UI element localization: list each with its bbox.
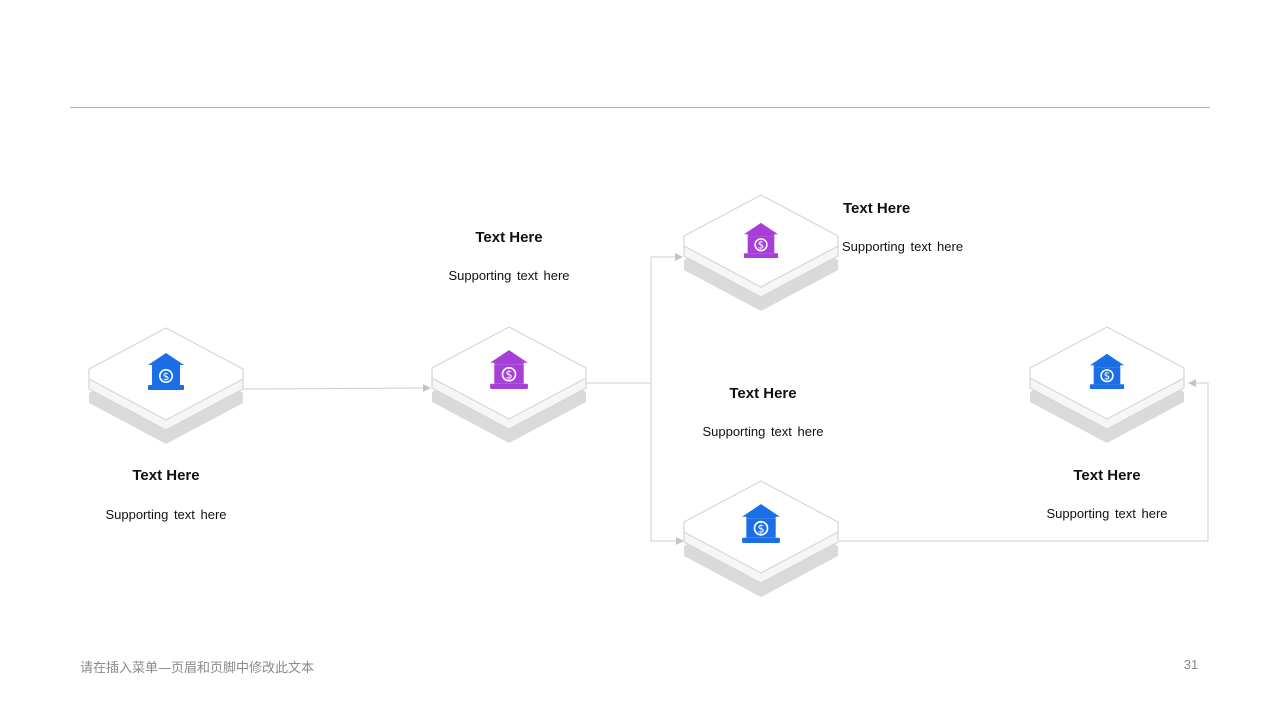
- node-3-shape: [683, 194, 839, 311]
- page-number: 31: [1183, 657, 1199, 672]
- footer-text: 请在插入菜单—页眉和页脚中修改此文本: [80, 661, 315, 676]
- node-3-subtitle: Supporting text here: [842, 239, 964, 254]
- node-3-title: Text Here: [843, 200, 911, 217]
- node-4-subtitle: Supporting text here: [702, 424, 824, 439]
- connector-2-3: [586, 253, 683, 384]
- connector-4-5: [839, 379, 1209, 542]
- node-5-shape: [1029, 326, 1185, 443]
- connector-2-4: [650, 383, 684, 545]
- node-2-shape: [431, 326, 587, 443]
- node-1-title: Text Here: [132, 467, 200, 484]
- connectors: [242, 253, 1209, 545]
- connector-1-2: [242, 384, 431, 393]
- node-4-title: Text Here: [729, 385, 797, 402]
- node-2-subtitle: Supporting text here: [448, 268, 570, 283]
- node-1-shape: [88, 327, 244, 444]
- node-5-subtitle: Supporting text here: [1046, 506, 1168, 521]
- node-5-title: Text Here: [1073, 467, 1141, 484]
- node-1-subtitle: Supporting text here: [105, 507, 227, 522]
- header-divider: [70, 107, 1210, 108]
- node-2-title: Text Here: [475, 229, 543, 246]
- node-4-shape: [683, 480, 839, 597]
